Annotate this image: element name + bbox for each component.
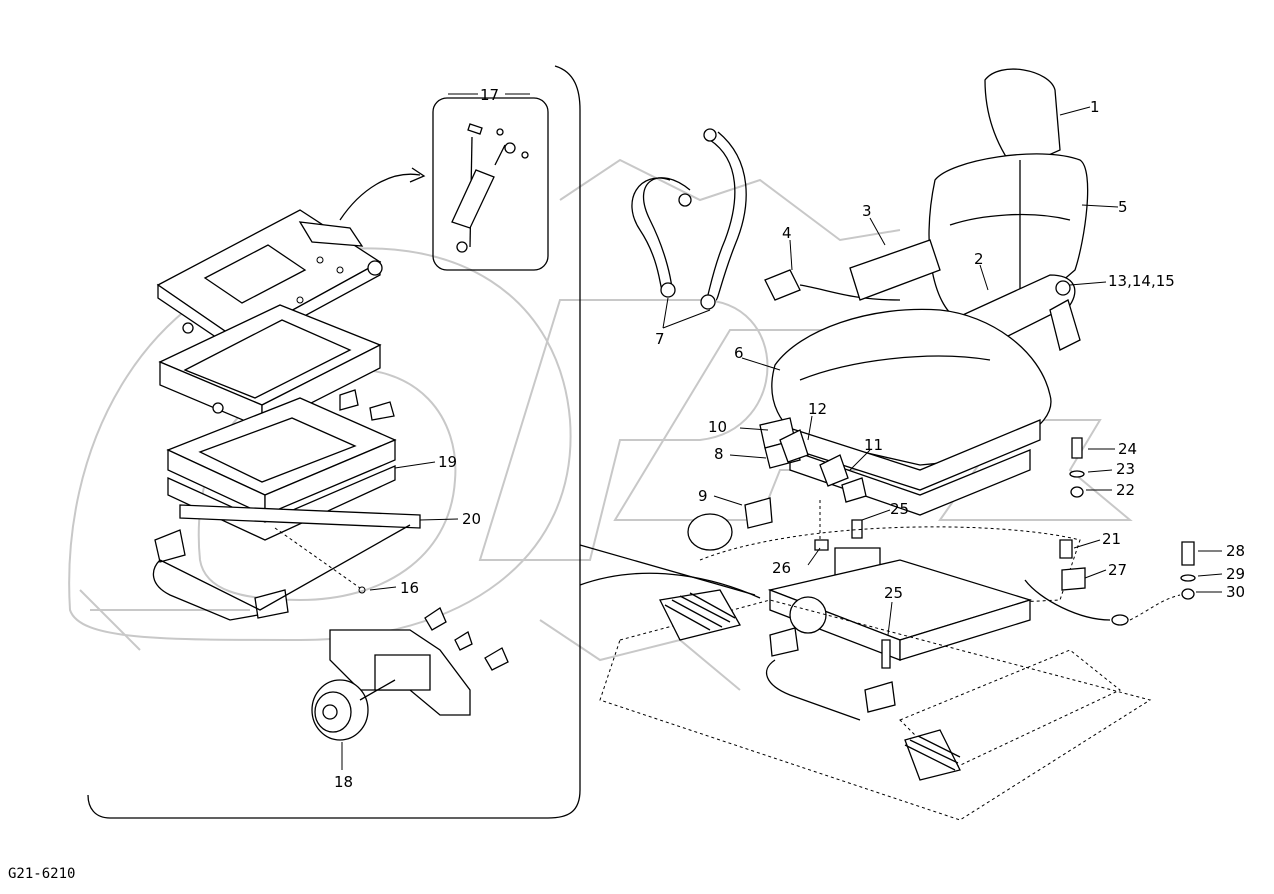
callout-8: 8 <box>714 445 724 463</box>
callout-9: 9 <box>698 487 708 505</box>
callout-29: 29 <box>1226 565 1245 583</box>
callout-4: 4 <box>782 224 792 242</box>
hardware-fasteners <box>1069 437 1196 600</box>
seat-base-frame <box>699 526 1181 721</box>
seat-slide-rails <box>152 504 421 621</box>
callout-22: 22 <box>1116 481 1135 499</box>
inset-panel-frame <box>87 65 761 819</box>
callout-1: 1 <box>1090 98 1100 116</box>
callout-3: 3 <box>862 202 872 220</box>
callout-24: 24 <box>1118 440 1137 458</box>
callout-10: 10 <box>708 418 727 436</box>
suspension-base-trays <box>166 389 397 541</box>
callout-17: 17 <box>480 86 499 104</box>
callout-labels: 1 2 3 4 5 6 7 8 9 10 11 12 13,14,15 16 1… <box>334 86 1245 791</box>
callout-7: 7 <box>655 330 665 348</box>
callout-26: 26 <box>772 559 791 577</box>
callout-25-upper: 25 <box>890 500 909 518</box>
callout-21: 21 <box>1102 530 1121 548</box>
seat-belt <box>764 239 941 301</box>
callout-23: 23 <box>1116 460 1135 478</box>
callout-12: 12 <box>808 400 827 418</box>
callout-6: 6 <box>734 344 744 362</box>
callout-20: 20 <box>462 510 481 528</box>
callout-18: 18 <box>334 773 353 791</box>
callout-11: 11 <box>864 436 883 454</box>
callout-5: 5 <box>1118 198 1128 216</box>
floor-mount-plate <box>599 589 1152 821</box>
drawing-code: G21-6210 <box>8 866 75 882</box>
gas-spring-detail <box>339 97 549 271</box>
callout-28: 28 <box>1226 542 1245 560</box>
callout-16: 16 <box>400 579 419 597</box>
callout-25-lower: 25 <box>884 584 903 602</box>
callout-leader-lines <box>341 93 1223 770</box>
callout-30: 30 <box>1226 583 1245 601</box>
callout-13-14-15: 13,14,15 <box>1108 272 1175 290</box>
lumbar-adjust-knob <box>311 607 509 741</box>
callout-27: 27 <box>1108 561 1127 579</box>
callout-19: 19 <box>438 453 457 471</box>
callout-2: 2 <box>974 250 984 268</box>
ground-straps <box>631 128 747 329</box>
